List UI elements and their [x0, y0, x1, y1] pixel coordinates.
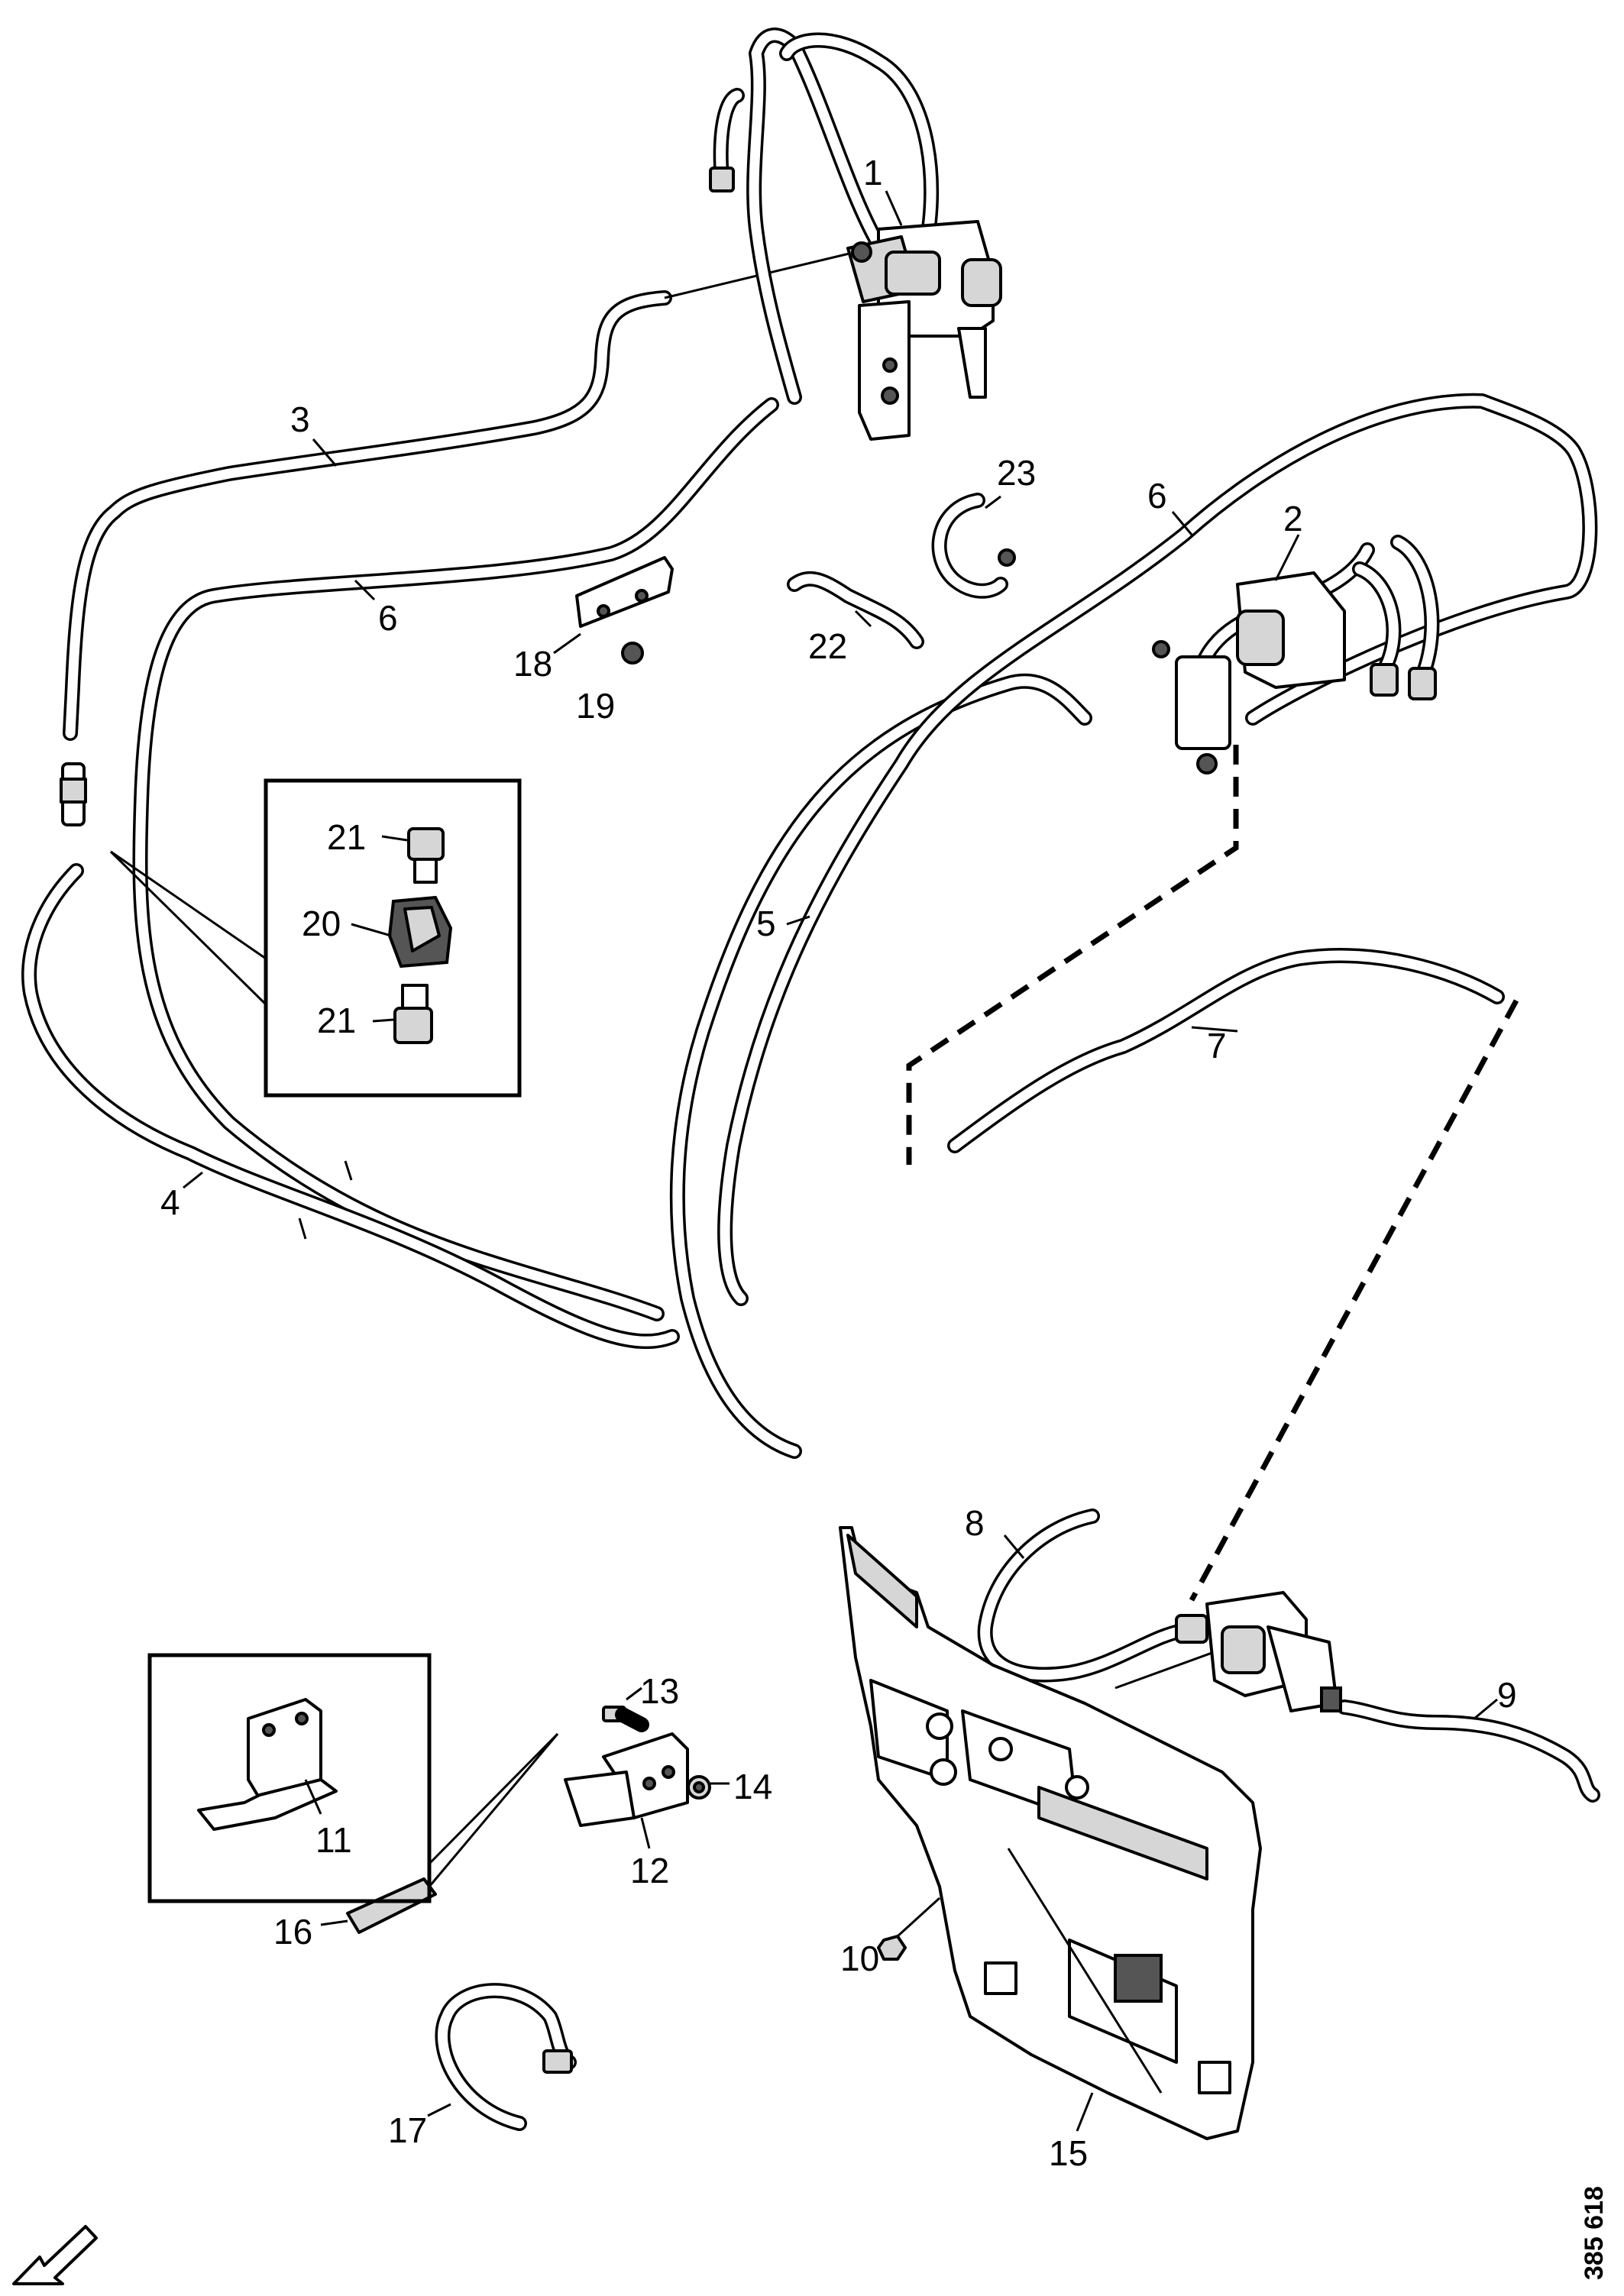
callout-14: 14 [733, 1767, 772, 1806]
valve-8-9 [1175, 1591, 1342, 1712]
callout-16: 16 [273, 1912, 312, 1952]
callout-5: 5 [756, 904, 776, 943]
hose-8 [977, 1509, 1192, 1683]
clamp-23 [931, 493, 1016, 599]
dashed-connection-upper [906, 745, 1239, 1165]
leader-17 [427, 2103, 451, 2117]
nut-14 [687, 1775, 711, 1800]
hose-6-right [717, 393, 1598, 1306]
bracket-18 [575, 556, 674, 628]
line-9 [1337, 1699, 1600, 1803]
leader-20 [351, 923, 392, 937]
hose-3 [63, 290, 672, 741]
callout-4: 4 [160, 1182, 180, 1222]
detail-box-coupling [109, 778, 522, 1098]
leader-9 [1474, 1698, 1498, 1720]
hose-6-left [132, 397, 779, 1321]
callout-11: 11 [315, 1820, 352, 1860]
leader-8 [1003, 1534, 1025, 1559]
callout-9: 9 [1497, 1675, 1517, 1715]
leader-23 [985, 495, 1001, 509]
valve-2 [1152, 535, 1440, 774]
callout-21-top: 21 [327, 817, 366, 857]
callout-10: 10 [840, 1939, 879, 1978]
callout-18: 18 [513, 644, 552, 684]
leader-22 [854, 610, 872, 628]
callout-20: 20 [302, 904, 341, 943]
leader-13 [626, 1686, 642, 1701]
sleeve-16 [346, 1877, 437, 1934]
leader-21a [381, 835, 408, 842]
leader-16 [320, 1919, 348, 1926]
callout-19: 19 [576, 686, 615, 726]
bolt-13 [602, 1706, 649, 1732]
callout-2: 2 [1283, 499, 1303, 538]
leader-5 [786, 915, 810, 926]
coupling-assembly [60, 762, 87, 826]
hose-5 [669, 673, 1092, 1459]
callout-7: 7 [1207, 1026, 1227, 1066]
leader-21b [372, 1018, 394, 1023]
leader-6b [1171, 511, 1193, 535]
mounting-panel-15 [839, 1526, 1262, 2140]
nut-10 [877, 1897, 941, 1961]
callout-3: 3 [290, 399, 310, 439]
direction-arrow-icon [12, 2225, 98, 2285]
dashed-connection-lower [1189, 999, 1519, 1602]
callout-1: 1 [863, 153, 883, 192]
callout-21-bottom: 21 [317, 1001, 356, 1040]
leader-2 [1274, 534, 1300, 581]
document-number: 385 618 [1580, 2186, 1609, 2280]
callout-6-right: 6 [1147, 476, 1167, 516]
nut-19 [621, 642, 644, 665]
callout-8: 8 [965, 1503, 985, 1543]
callout-13: 13 [640, 1671, 679, 1711]
clamp-17 [435, 1983, 577, 2131]
callout-23: 23 [997, 453, 1036, 493]
leader-4 [183, 1171, 203, 1189]
hose-7 [947, 948, 1505, 1153]
leader-15 [1076, 2092, 1094, 2132]
leader-7 [1191, 1026, 1238, 1033]
leader-1 [885, 190, 903, 226]
leader-3 [312, 438, 338, 467]
callout-6-left: 6 [378, 598, 398, 638]
valve-1 [709, 27, 1002, 441]
bracket-12 [564, 1732, 689, 1827]
leader-18 [553, 632, 581, 655]
leader-12 [640, 1817, 651, 1849]
callout-15: 15 [1049, 2133, 1088, 2173]
leader-6a [354, 579, 376, 601]
callout-12: 12 [630, 1851, 669, 1890]
callout-17: 17 [388, 2110, 427, 2150]
hose-4 [21, 863, 680, 1350]
elbow-hose-22 [787, 571, 924, 649]
detail-box-bracket-11 [147, 1653, 559, 1903]
leader-11 [304, 1779, 322, 1815]
callout-22: 22 [808, 626, 847, 666]
